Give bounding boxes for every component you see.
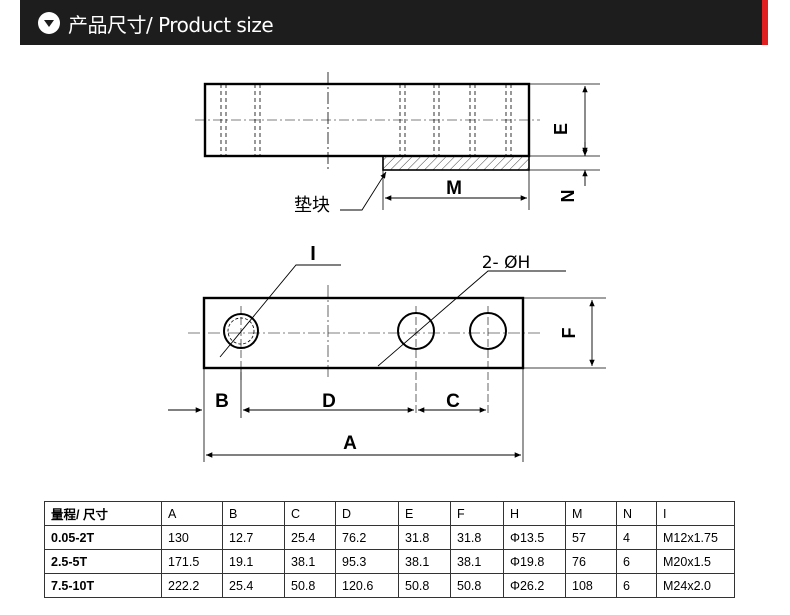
dimension-drawing: E N M 垫块 I: [168, 72, 606, 462]
pad-label: 垫块: [294, 195, 330, 216]
col-header: 量程/ 尺寸: [44, 501, 162, 526]
table-cell: 38.1: [398, 549, 451, 574]
col-header: I: [656, 501, 735, 526]
label-C: C: [446, 391, 460, 412]
table-cell: 19.1: [222, 549, 285, 574]
table-cell: 108: [565, 573, 617, 598]
table-cell: 222.2: [161, 573, 223, 598]
label-F: F: [559, 328, 579, 339]
table-cell: Φ26.2: [503, 573, 566, 598]
page-title: 产品尺寸/ Product size: [68, 13, 274, 37]
chevron-down-circle-icon: [38, 12, 60, 34]
label-N: N: [558, 190, 578, 203]
table-cell: 6: [616, 549, 657, 574]
table-cell: M24x2.0: [656, 573, 735, 598]
table-cell: 50.8: [284, 573, 336, 598]
table-cell: 25.4: [222, 573, 285, 598]
table-cell: 25.4: [284, 525, 336, 550]
table-header-row: 量程/ 尺寸 A B C D E F H M N I: [44, 501, 735, 526]
table-cell: M20x1.5: [656, 549, 735, 574]
header-accent-bar: [762, 0, 768, 45]
table-cell: 130: [161, 525, 223, 550]
col-header: M: [565, 501, 617, 526]
label-D: D: [322, 391, 336, 412]
label-A: A: [343, 433, 357, 454]
col-header: B: [222, 501, 285, 526]
table-cell: 76.2: [335, 525, 399, 550]
col-header: C: [284, 501, 336, 526]
col-header: F: [450, 501, 504, 526]
table-cell: 38.1: [450, 549, 504, 574]
table-cell: 4: [616, 525, 657, 550]
table-cell: 57: [565, 525, 617, 550]
col-header: N: [616, 501, 657, 526]
table-cell: 120.6: [335, 573, 399, 598]
label-E: E: [551, 123, 571, 135]
top-body: [202, 296, 525, 370]
table-cell: 50.8: [398, 573, 451, 598]
table-cell: 12.7: [222, 525, 285, 550]
label-M: M: [446, 178, 462, 199]
label-I: I: [310, 243, 316, 265]
range-cell: 7.5-10T: [44, 573, 162, 598]
table-cell: 76: [565, 549, 617, 574]
table-cell: 6: [616, 573, 657, 598]
label-B: B: [215, 391, 229, 412]
table-cell: M12x1.75: [656, 525, 735, 550]
table-cell: 171.5: [161, 549, 223, 574]
front-view: [195, 72, 600, 211]
col-header: H: [503, 501, 566, 526]
table-cell: 50.8: [450, 573, 504, 598]
table-cell: 38.1: [284, 549, 336, 574]
table-cell: 31.8: [450, 525, 504, 550]
range-cell: 0.05-2T: [44, 525, 162, 550]
section-header: [20, 0, 762, 45]
label-2-OH: 2- ØH: [482, 253, 531, 273]
table-cell: Φ13.5: [503, 525, 566, 550]
pad-block: [382, 155, 530, 171]
col-header: A: [161, 501, 223, 526]
table-cell: Φ19.8: [503, 549, 566, 574]
range-cell: 2.5-5T: [44, 549, 162, 574]
col-header: D: [335, 501, 399, 526]
table-cell: 95.3: [335, 549, 399, 574]
table-cell: 31.8: [398, 525, 451, 550]
top-view: [168, 264, 606, 462]
col-header: E: [398, 501, 451, 526]
